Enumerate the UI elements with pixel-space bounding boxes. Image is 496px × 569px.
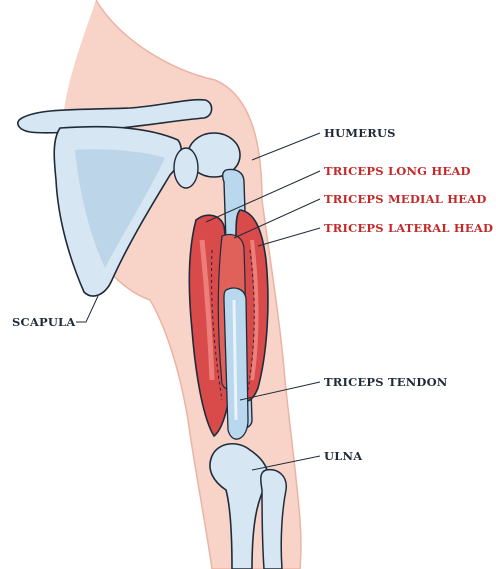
label-triceps-long-head: TRICEPS LONG HEAD [324, 164, 471, 178]
leader-humerus [252, 133, 320, 160]
tendon-highlight [234, 300, 236, 420]
glenoid [174, 148, 198, 188]
label-triceps-tendon: TRICEPS TENDON [324, 375, 448, 389]
label-scapula: SCAPULA [12, 315, 75, 329]
label-ulna: ULNA [324, 449, 362, 463]
label-triceps-medial-head: TRICEPS MEDIAL HEAD [324, 192, 487, 206]
label-triceps-lateral-head: TRICEPS LATERAL HEAD [324, 221, 493, 235]
label-humerus: HUMERUS [324, 126, 396, 140]
leader-scapula [76, 296, 98, 322]
